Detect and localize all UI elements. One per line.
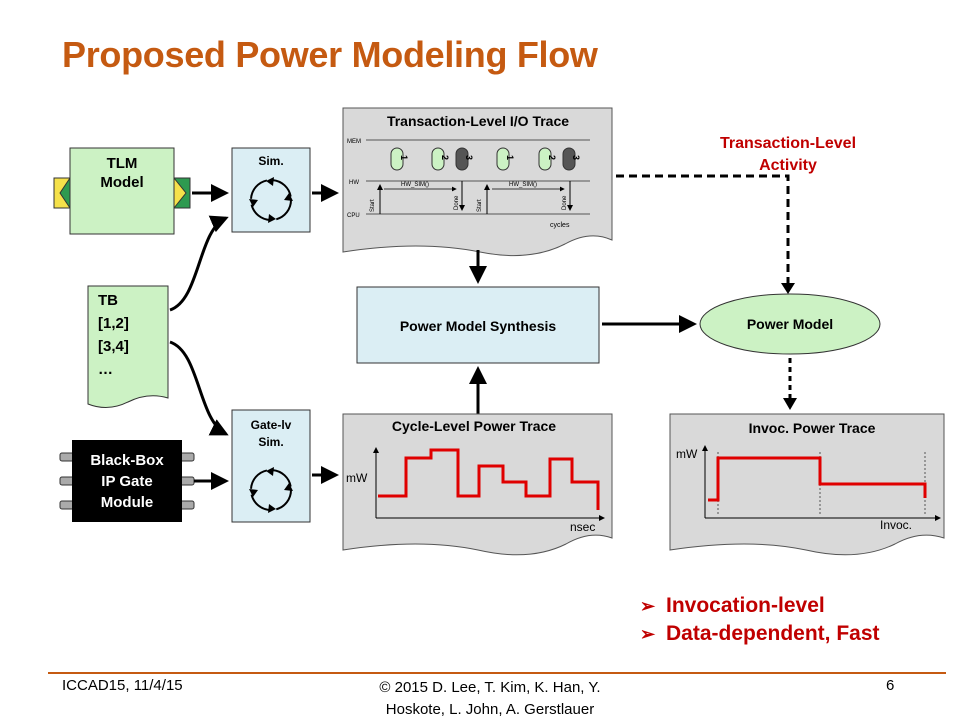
bullet-list: ➢ Invocation-level ➢ Data-dependent, Fast (640, 592, 880, 648)
tb-line-1: TB (98, 292, 118, 309)
cycle-arrows-icon (249, 177, 293, 223)
io-x-label: cycles (550, 222, 570, 229)
io-marker-3: 3 (455, 147, 474, 171)
power-model-node: Power Model (699, 293, 881, 355)
bullet-arrow-icon: ➢ (640, 596, 656, 616)
arrow-tb-to-gatesim (169, 340, 229, 436)
invoc-trace-title: Invoc. Power Trace (749, 420, 876, 436)
io-hw-label-2: HW_SIM() (509, 182, 537, 188)
tl-activity-label-1: Transaction-Level (720, 135, 856, 152)
svg-text:3: 3 (571, 155, 581, 160)
tlm-model-block: TLM Model (53, 147, 191, 235)
tb-line-4: … (98, 361, 113, 378)
io-trace-document: Transaction-Level I/O Trace MEM HW CPU H… (342, 107, 613, 257)
footer-page-number: 6 (886, 677, 895, 694)
io-row-hw: HW (349, 180, 359, 186)
power-model-label: Power Model (747, 316, 833, 332)
sim-label: Sim. (258, 154, 283, 168)
invoc-power-waveform (708, 456, 927, 502)
footer-conference: ICCAD15, 11/4/15 (62, 677, 183, 694)
gate-sim-label-1: Gate-lv (251, 418, 292, 432)
blackbox-label-3: Module (101, 494, 154, 511)
bullet-item: ➢ Invocation-level (640, 592, 880, 620)
cycle-trace-title: Cycle-Level Power Trace (392, 418, 556, 434)
bullet-text: Invocation-level (666, 594, 825, 617)
svg-text:3: 3 (464, 155, 474, 160)
tl-activity-label-2: Activity (759, 157, 817, 174)
testbench-document: TB [1,2] [3,4] … (87, 285, 169, 408)
tlm-model-label-1: TLM (107, 155, 138, 172)
io-marker-1: 1 (390, 147, 409, 171)
io-marker-4: 1 (496, 147, 515, 171)
io-row-cpu: CPU (347, 213, 360, 219)
invoc-x-label: Invoc. (880, 518, 912, 532)
io-marker-2: 2 (431, 147, 450, 171)
tb-line-3: [3,4] (98, 338, 129, 355)
page-title: Proposed Power Modeling Flow (62, 34, 598, 75)
io-marker-6: 3 (562, 147, 581, 171)
footer-copyright-line-2: Hoskote, L. John, A. Gerstlauer (385, 701, 595, 718)
cycle-power-waveform (378, 448, 600, 510)
blackbox-module: Black-Box IP Gate Module (59, 440, 195, 522)
invoc-y-label: mW (676, 447, 698, 461)
blackbox-label-2: IP Gate (101, 473, 152, 490)
arrow-iotrace-to-model (616, 174, 790, 286)
svg-text:1: 1 (399, 155, 409, 160)
gate-sim-block: Gate-lv Sim. (231, 409, 311, 523)
cycle-x-label: nsec (570, 520, 595, 534)
cycle-arrows-icon (249, 467, 293, 513)
tb-line-2: [1,2] (98, 315, 129, 332)
io-trace-title: Transaction-Level I/O Trace (387, 113, 569, 129)
io-start-2: Start (477, 199, 483, 212)
io-marker-5: 2 (538, 147, 557, 171)
power-model-synthesis-label: Power Model Synthesis (400, 318, 557, 334)
footer-copyright-line-1: © 2015 D. Lee, T. Kim, K. Han, Y. (379, 679, 601, 696)
bullet-text: Data-dependent, Fast (666, 622, 880, 645)
io-done-1: Done (454, 195, 460, 210)
footer-divider (48, 672, 946, 674)
gate-sim-label-2: Sim. (258, 435, 283, 449)
bullet-arrow-icon: ➢ (640, 624, 656, 644)
io-hw-label-1: HW_SIM() (401, 182, 429, 188)
io-start-1: Start (370, 199, 376, 212)
cycle-y-label: mW (346, 471, 368, 485)
tlm-model-label-2: Model (100, 174, 143, 191)
bullet-item: ➢ Data-dependent, Fast (640, 620, 880, 648)
svg-text:2: 2 (547, 155, 557, 160)
svg-text:2: 2 (440, 155, 450, 160)
power-model-synthesis-block: Power Model Synthesis (356, 286, 600, 364)
footer-copyright: © 2015 D. Lee, T. Kim, K. Han, Y. Hoskot… (330, 677, 650, 721)
blackbox-label-1: Black-Box (90, 452, 164, 469)
io-row-mem: MEM (347, 139, 361, 145)
cycle-trace-document: Cycle-Level Power Trace mW nsec (342, 413, 613, 556)
svg-text:1: 1 (505, 155, 515, 160)
sim-block: Sim. (231, 147, 311, 233)
io-done-2: Done (562, 195, 568, 210)
arrow-tb-to-sim (169, 215, 229, 312)
invoc-trace-document: Invoc. Power Trace mW Invoc. (669, 413, 945, 556)
